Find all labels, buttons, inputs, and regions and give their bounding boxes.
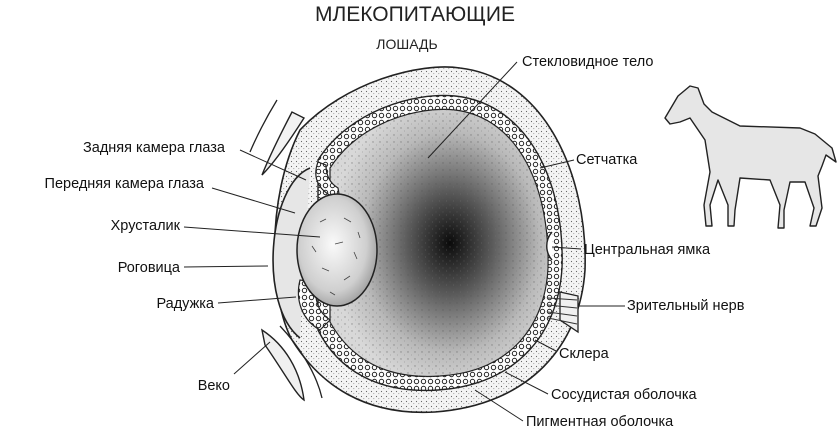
lower-eyelid	[260, 328, 305, 402]
label-cornea: Роговица	[118, 260, 181, 276]
label-posterior-chamber: Задняя камера глаза	[83, 140, 226, 156]
upper-eyelid	[261, 111, 306, 176]
label-eyelid: Веко	[198, 378, 230, 394]
fovea-notch	[546, 231, 553, 261]
page-title: МЛЕКОПИТАЮЩИЕ	[315, 3, 515, 26]
eyeball	[249, 66, 586, 414]
label-anterior-chamber: Передняя камера глаза	[45, 176, 205, 192]
label-fovea: Центральная ямка	[584, 242, 711, 258]
leader-lines	[183, 61, 625, 422]
label-retina: Сетчатка	[576, 152, 638, 168]
lens	[296, 193, 378, 307]
page-subtitle: ЛОШАДЬ	[376, 36, 437, 52]
iris-upper	[315, 161, 341, 201]
horse-silhouette-icon	[664, 85, 837, 229]
label-vitreous-body: Стекловидное тело	[522, 54, 653, 70]
label-choroid: Сосудистая оболочка	[551, 387, 697, 403]
label-lens: Хрусталик	[111, 218, 181, 234]
label-optic-nerve: Зрительный нерв	[627, 298, 745, 314]
label-iris: Радужка	[156, 296, 214, 312]
label-pigment-layer: Пигментная оболочка	[526, 414, 674, 430]
lens-fibers	[311, 217, 361, 296]
label-sclera: Склера	[559, 346, 610, 362]
optic-nerve	[547, 291, 579, 334]
